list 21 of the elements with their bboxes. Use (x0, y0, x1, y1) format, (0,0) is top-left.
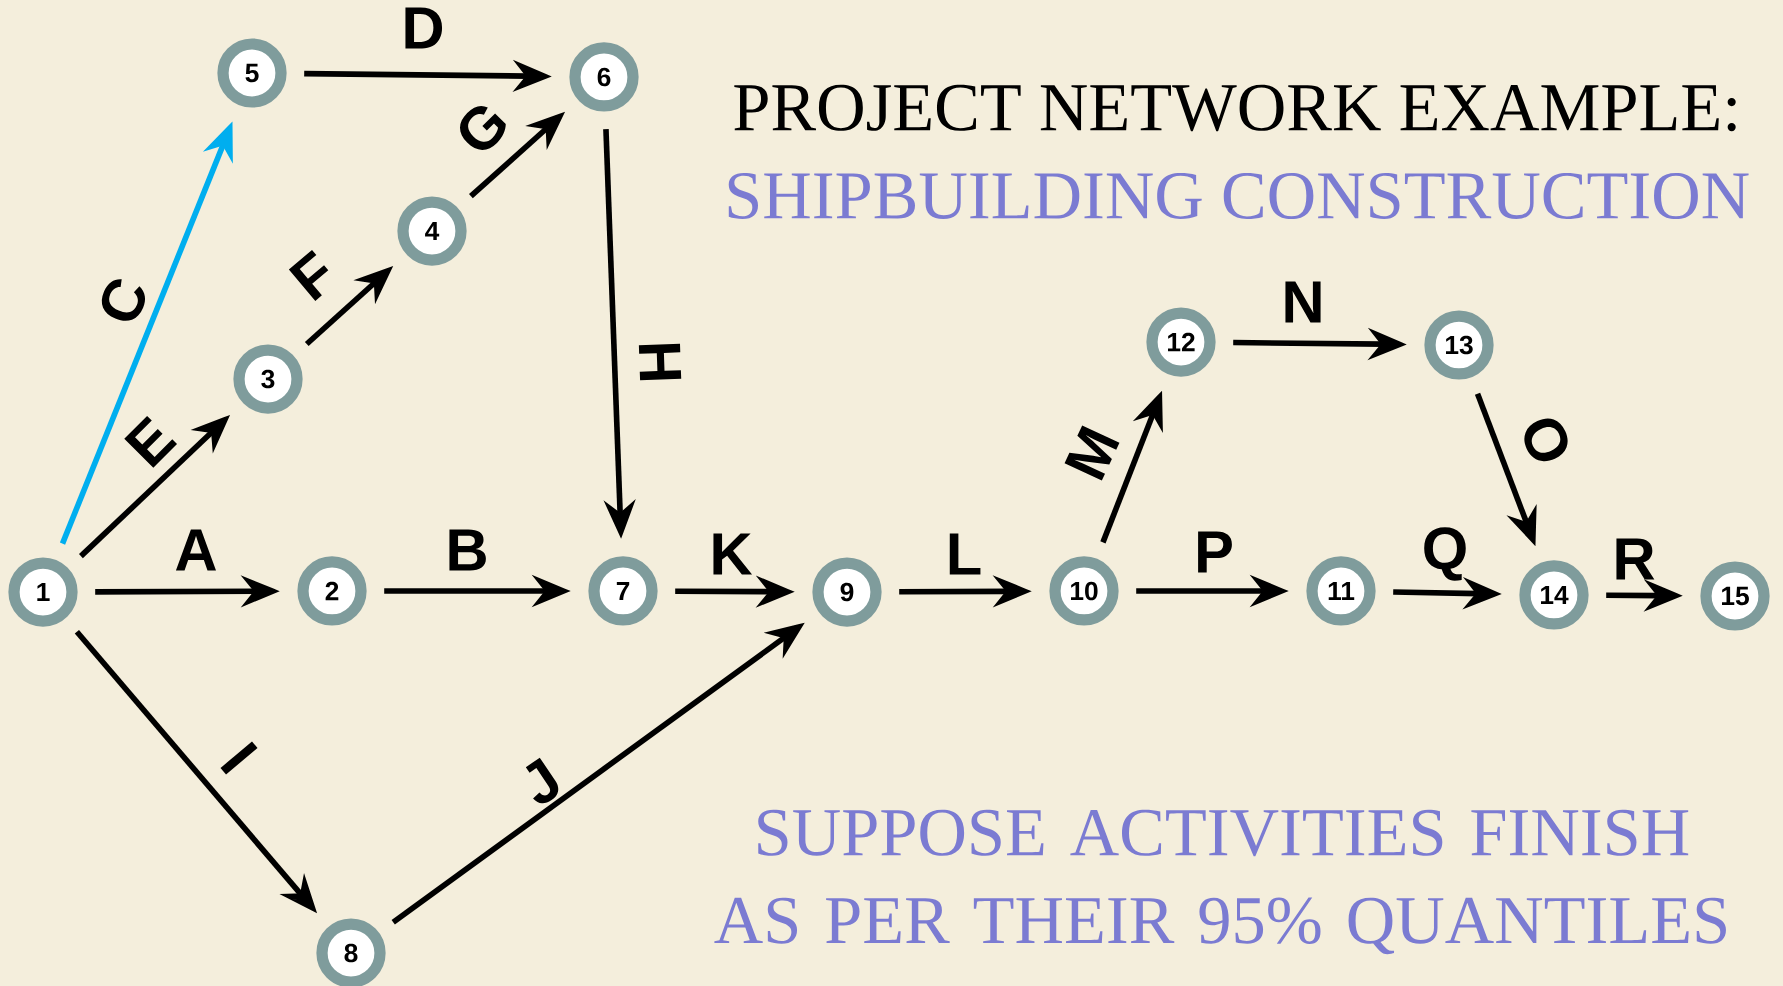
edge-label: P (1198, 531, 1232, 573)
edge-label: J (525, 757, 559, 804)
edge-label: R (1616, 538, 1655, 580)
edge-label: K (713, 533, 753, 575)
edge-label: H (638, 343, 682, 381)
edge-label: N (1285, 281, 1321, 323)
edge-label: I (220, 741, 258, 775)
edge-label: L (949, 533, 981, 575)
edge-label: E (124, 415, 177, 468)
edge-label: D (405, 7, 443, 49)
edge-label: O (1524, 418, 1568, 462)
subtitle-text: SHIPBUILDING CONSTRUCTION (728, 173, 1749, 219)
edge-label: C (101, 279, 146, 321)
edge-label: A (175, 529, 216, 571)
edge-label: F (288, 249, 329, 301)
title-text: PROJECT NETWORK EXAMPLE: (734, 84, 1736, 132)
edge-label: G (460, 105, 506, 150)
edge-label: B (449, 529, 486, 571)
edge-label: Q (1424, 527, 1466, 581)
edge-label: M (1064, 425, 1120, 481)
note-text: SUPPOSE ACTIVITIES FINISH AS PER THEIR 95% QUANTILES (714, 809, 1726, 955)
